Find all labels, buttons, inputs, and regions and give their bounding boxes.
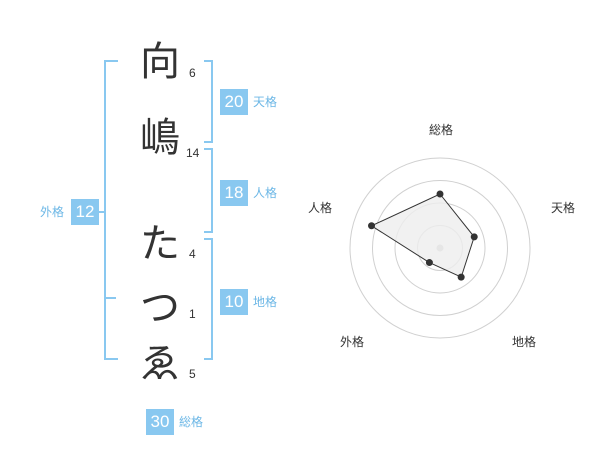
chikaku-value: 10: [220, 289, 248, 315]
name-char-1: 向: [140, 39, 180, 85]
name-char-5: ゑ: [140, 341, 180, 387]
name-char-3: た: [140, 221, 180, 267]
tenkaku-label: 天格: [253, 95, 278, 109]
radar-point: [368, 222, 376, 230]
radar-polygon: [370, 193, 475, 278]
name-char-2: 嶋: [140, 115, 180, 161]
name-char-4: つ: [140, 285, 180, 331]
stroke-count-3: 4: [189, 247, 196, 261]
radar-shape: [368, 190, 478, 281]
tenkaku-value: 20: [220, 89, 248, 115]
chikaku-bracket: [204, 238, 213, 360]
stroke-count-5: 5: [189, 367, 196, 381]
radar-ring: [349, 157, 531, 339]
stroke-count-2: 14: [186, 146, 200, 160]
radar-point: [470, 233, 478, 241]
radar-ring: [372, 180, 508, 316]
jinkaku-label: 人格: [253, 186, 278, 200]
gaikaku-value: 12: [71, 199, 99, 225]
jinkaku-value: 18: [220, 180, 248, 206]
gaikaku-bracket: [104, 60, 118, 360]
radar-chart: 総格 天格 地格 外格 人格: [308, 122, 575, 349]
jinkaku-bracket: [204, 148, 213, 233]
tenkaku-bracket: [204, 60, 213, 143]
radar-axis-label-chikaku: 地格: [512, 334, 536, 349]
radar-point: [425, 259, 433, 267]
gaikaku-bracket-split: [106, 297, 116, 299]
radar-axis-label-jinkaku: 人格: [308, 200, 332, 215]
radar-axis-label-soukaku: 総格: [429, 122, 453, 137]
radar-axis-label-gaikaku: 外格: [340, 334, 364, 349]
stroke-count-1: 6: [189, 66, 196, 80]
soukaku-label: 総格: [179, 415, 204, 429]
radar-axis-label-tenkaku: 天格: [551, 200, 575, 215]
soukaku-value: 30: [146, 409, 174, 435]
gaikaku-label: 外格: [40, 205, 65, 219]
stroke-count-4: 1: [189, 307, 196, 321]
radar-point: [436, 190, 444, 198]
gaikaku-bracket-tick: [94, 211, 104, 213]
radar-point: [457, 273, 465, 281]
chikaku-label: 地格: [253, 295, 278, 309]
